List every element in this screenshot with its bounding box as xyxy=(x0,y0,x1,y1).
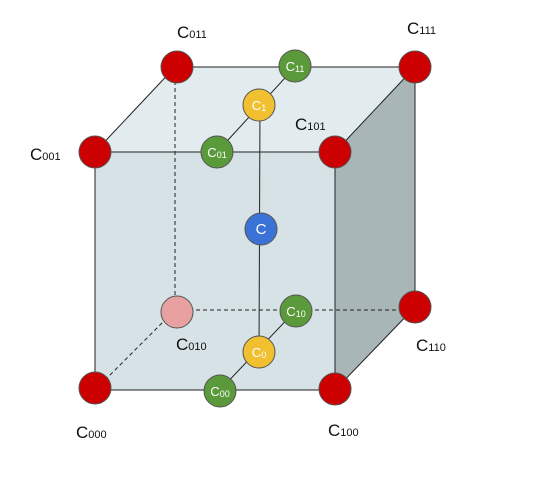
node-c000 xyxy=(78,371,112,405)
corner-nodes xyxy=(78,50,432,406)
node-label-c11: C11 xyxy=(286,59,305,75)
node-c11 xyxy=(278,49,312,83)
edge-top-left xyxy=(94,66,176,153)
node-label-c00: C00 xyxy=(210,384,229,400)
node-c100 xyxy=(318,372,352,406)
node-label-c10: C10 xyxy=(286,304,305,320)
node-c01 xyxy=(200,135,234,169)
corner-label-c110: C110 xyxy=(416,336,446,355)
corner-label-c101: C101 xyxy=(295,115,326,134)
corner-label-c011: C011 xyxy=(177,23,207,42)
node-c101 xyxy=(318,135,352,169)
corner-label-c100: C100 xyxy=(328,421,359,440)
corner-label-c001: C001 xyxy=(30,145,61,164)
node-label-c01: C01 xyxy=(207,145,226,161)
right-face xyxy=(335,67,415,390)
node-c00 xyxy=(203,374,237,408)
node-label-c0: C0 xyxy=(252,345,266,361)
hidden-edge-bottom-left xyxy=(94,309,176,391)
node-c0 xyxy=(242,335,276,369)
edge-bottom-right xyxy=(334,306,416,391)
corner-label-c111: C111 xyxy=(407,19,436,38)
corner-label-c010: C010 xyxy=(176,335,207,354)
edge-top-right xyxy=(334,66,416,153)
node-c10 xyxy=(279,294,313,328)
node-c010 xyxy=(160,295,194,329)
node-c111 xyxy=(398,50,432,84)
node-c011 xyxy=(160,50,194,84)
node-label-c: C xyxy=(256,221,267,238)
node-label-c1: C1 xyxy=(252,98,266,114)
node-labels: C11 C01 C10 C00 C1 C0 C xyxy=(207,59,305,400)
node-c xyxy=(244,212,278,246)
corner-labels: C000 C100 C001 C101 C011 C111 C010 C110 xyxy=(30,19,446,442)
node-c001 xyxy=(78,135,112,169)
node-c1 xyxy=(242,88,276,122)
node-c110 xyxy=(398,290,432,324)
interpolated-nodes xyxy=(200,49,313,408)
corner-label-c000: C000 xyxy=(76,423,107,442)
